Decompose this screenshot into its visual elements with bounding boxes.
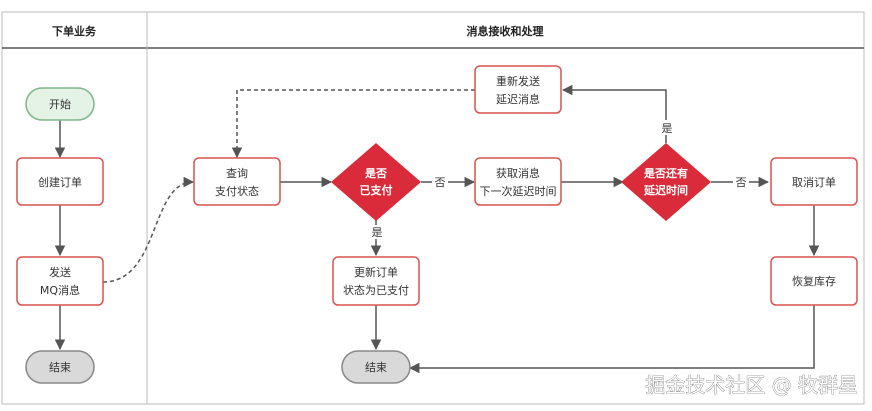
get-message-label-line1: 获取消息 [496, 166, 540, 180]
send-mq-node [16, 256, 104, 306]
resend-delay-label-line1: 重新发送 [496, 74, 540, 88]
end-terminal-right [341, 350, 411, 384]
swimlane-frame [1, 11, 865, 405]
has-delay-label-line1: 是否还有 [643, 166, 688, 180]
has-delay-decision [621, 143, 711, 221]
edge-hasdelay-resend [561, 84, 667, 143]
start-label: 开始 [49, 97, 71, 111]
resend-delay-node [474, 65, 562, 114]
lane-title-order: 下单业务 [52, 24, 97, 38]
has-delay-label-line2: 延迟时间 [643, 183, 688, 197]
end-right-label: 结束 [365, 361, 387, 374]
lane-title-message: 消息接收和处理 [467, 24, 544, 38]
edge-send-query [102, 176, 195, 283]
send-mq-label-line1: 发送 [49, 265, 71, 279]
connectors [54, 84, 820, 374]
create-order-label: 创建订单 [38, 175, 82, 189]
end-left-label: 结束 [49, 361, 71, 374]
edge-label-no: 否 [736, 176, 747, 189]
cancel-order-node [770, 157, 858, 206]
update-order-label-line2: 状态为已支付 [343, 283, 409, 297]
query-pay-label-line1: 查询 [226, 166, 248, 180]
edge-resend-query [231, 89, 475, 159]
is-paid-label-line2: 已支付 [360, 183, 393, 197]
cancel-order-label: 取消订单 [792, 175, 836, 189]
query-pay-node [193, 157, 281, 206]
edge-label-no: 否 [435, 176, 446, 189]
get-message-node [474, 157, 562, 206]
resend-delay-label-line2: 延迟消息 [496, 92, 540, 106]
create-order-node [16, 157, 104, 206]
update-order-label-line1: 更新订单 [354, 265, 398, 279]
restore-stock-label: 恢复库存 [792, 274, 836, 288]
restore-stock-node [770, 256, 858, 306]
update-order-node [332, 256, 420, 306]
get-message-label-line2: 下一次延迟时间 [480, 184, 557, 198]
send-mq-label-line2: MQ消息 [40, 283, 80, 297]
end-terminal-left [25, 350, 95, 384]
edge-label-yes: 是 [662, 122, 673, 135]
start-terminal [25, 87, 95, 121]
watermark: 掘金技术社区 @ 牧群星 [645, 373, 858, 397]
is-paid-decision [331, 143, 421, 221]
edge-label-yes: 是 [372, 226, 383, 239]
is-paid-label-line1: 是否 [364, 167, 387, 180]
edge-restore-end [408, 305, 815, 374]
query-pay-label-line2: 支付状态 [215, 184, 259, 198]
